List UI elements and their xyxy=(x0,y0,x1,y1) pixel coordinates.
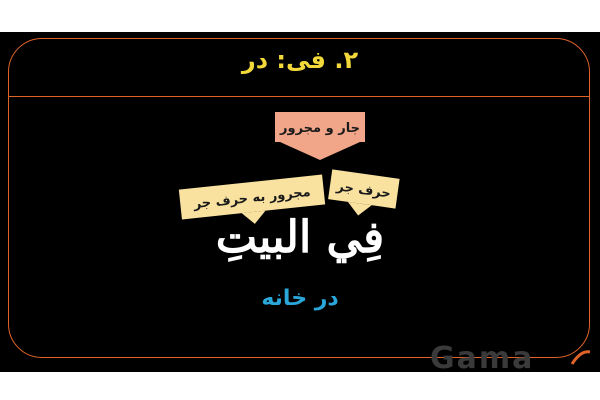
persian-translation: در خانه xyxy=(261,286,339,311)
left-label-box: مجرور به حرف جر xyxy=(178,174,326,224)
swoosh-icon xyxy=(570,350,591,365)
arabic-phrase: فِي البيتِ xyxy=(215,212,385,263)
slide-title: ۲. فی: در xyxy=(241,46,359,74)
top-label-box: جار و مجرور xyxy=(275,112,365,160)
top-label-text: جار و مجرور xyxy=(279,121,360,136)
logo-text: Gama xyxy=(430,341,535,376)
gama-logo: Gama xyxy=(430,344,600,374)
grammar-diagram: جار و مجرور مجرور به حرف جر حرف جر xyxy=(178,112,400,224)
title-divider xyxy=(8,96,590,97)
slide: ۲. فی: در جار و مجرور مجرور به حرف جر حر… xyxy=(0,32,600,374)
right-label-box: حرف جر xyxy=(328,169,400,216)
slide-frame xyxy=(8,38,590,358)
